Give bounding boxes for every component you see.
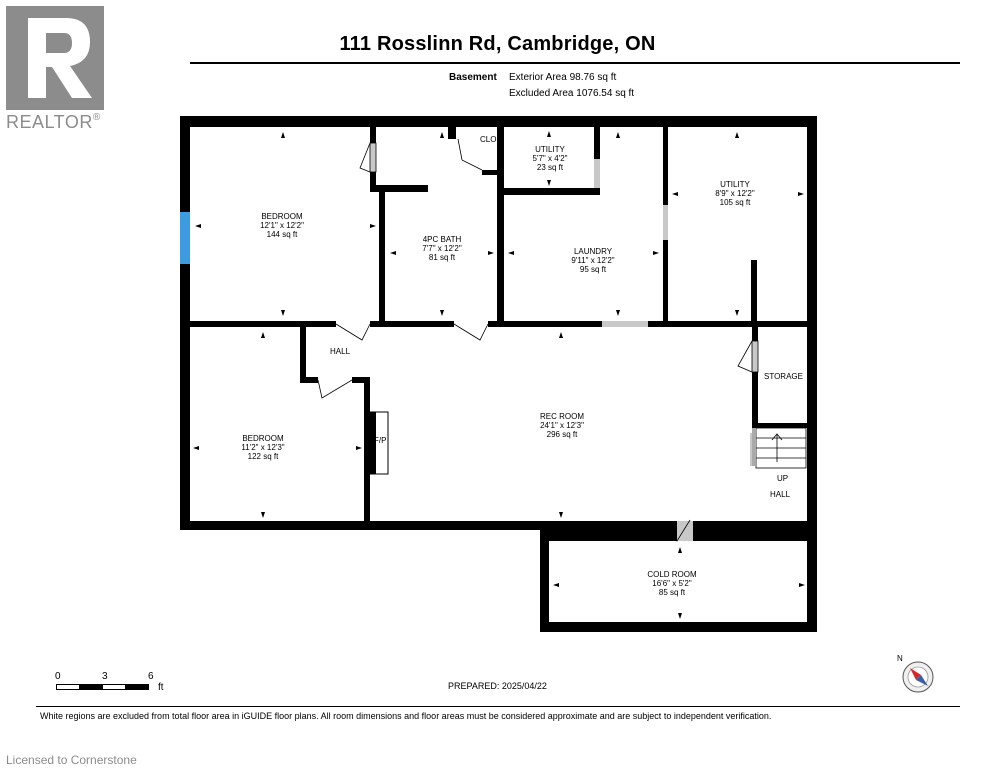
scale-bar xyxy=(56,684,149,690)
excluded-area: Excluded Area 1076.54 sq ft xyxy=(509,88,635,99)
window xyxy=(180,212,190,264)
compass-north-label: N xyxy=(897,654,903,663)
room-hall-2: HALL xyxy=(770,490,791,499)
room-hall-1: HALL xyxy=(330,347,351,356)
exterior-area: Exterior Area 98.76 sq ft xyxy=(509,72,617,83)
realtor-logo xyxy=(6,6,104,110)
scale-label-3: 3 xyxy=(102,671,108,682)
prepared-date: PREPARED: 2025/04/22 xyxy=(448,681,547,691)
realtor-wordmark: REALTOR® xyxy=(6,112,101,132)
footer-disclaimer: White regions are excluded from total fl… xyxy=(40,711,772,721)
compass-icon xyxy=(902,661,934,693)
stair-rail xyxy=(752,428,756,466)
footer-rule xyxy=(36,706,960,707)
dimension-arrows xyxy=(193,131,805,619)
fireplace-label: F/P xyxy=(374,436,387,445)
header-rule xyxy=(190,62,960,64)
room-closet: CLO xyxy=(480,135,497,144)
stairs xyxy=(755,427,807,469)
scale-unit: ft xyxy=(158,682,164,693)
realtor-r-icon xyxy=(28,18,92,98)
stairs-up-label: UP xyxy=(777,474,789,483)
fireplace-hearth xyxy=(368,412,376,474)
room-storage: STORAGE xyxy=(764,372,803,381)
walls xyxy=(180,116,817,632)
scale-label-6: 6 xyxy=(148,671,154,682)
scale-label-0: 0 xyxy=(55,671,61,682)
level-label: Basement xyxy=(449,72,497,83)
page-title: 111 Rosslinn Rd, Cambridge, ON xyxy=(339,33,656,55)
licensed-watermark: Licensed to Cornerstone xyxy=(6,753,137,767)
door-swings xyxy=(317,138,753,542)
